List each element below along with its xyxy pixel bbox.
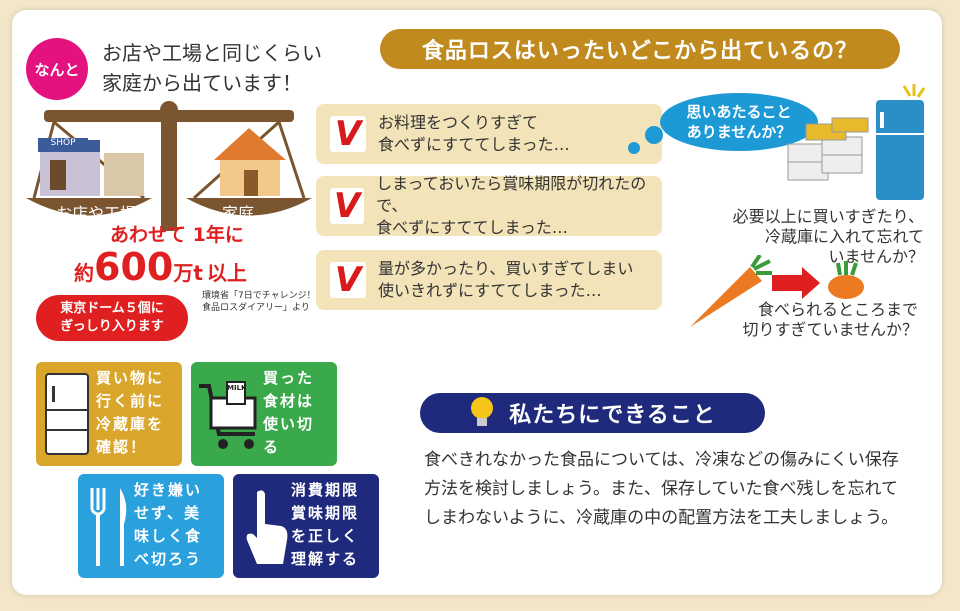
question-overcut: 食べられるところまで 切りすぎていませんか？	[742, 300, 918, 339]
total-line1: あわせて 1年に	[110, 224, 244, 246]
tip-eat-everything: 好き嫌い せず、美 味しく食 べ切ろう	[78, 474, 224, 578]
what-we-can-do-label: 私たちにできること	[509, 403, 716, 428]
source-note: 環境省「7日でチャレンジ！ 食品ロスダイアリー」より	[202, 291, 316, 313]
nanto-badge: なんと	[26, 38, 88, 100]
check-item: V 量が多かったり、買いすぎてしまい 使いきれずにすててしまった…	[316, 250, 662, 310]
check-icon: V	[330, 116, 366, 152]
question-overbuy: 必要以上に買いすぎたり、 冷蔵庫に入れて忘れて いませんか？	[732, 207, 924, 266]
pointing-hand-icon	[246, 490, 288, 564]
check-icon: V	[330, 262, 366, 298]
check-icon: V	[330, 188, 365, 224]
lightbulb-icon	[471, 397, 494, 426]
check-text: 量が多かったり、買いすぎてしまい 使いきれずにすててしまった…	[378, 259, 634, 300]
tip-understand-dates: 消費期限 賞味期限 を正しく 理解する	[233, 474, 379, 578]
tip-text: 好き嫌い せず、美 味しく食 べ切ろう	[134, 481, 203, 568]
thought-bubble: 思いあたること ありませんか？	[660, 93, 818, 151]
tip-use-ingredients: MILK 買った 食材は 使い切 る	[191, 362, 337, 466]
balance-scale-illustration	[26, 101, 312, 231]
check-item: V しまっておいたら賞味期限が切れたので、 食べずにすててしまった…	[316, 174, 662, 237]
total-unit: 万t	[173, 261, 203, 285]
tip-check-fridge: 買い物に 行く前に 冷蔵庫を 確認！	[36, 362, 182, 466]
thought-dot	[645, 126, 663, 144]
total-suffix: 以上	[206, 261, 247, 285]
total-prefix: 約	[74, 261, 94, 285]
carrot-arrow-icon	[690, 255, 864, 327]
what-we-can-do-body: 食べきれなかった食品については、冷凍などの傷みにくい保存方法を検討しましょう。ま…	[424, 450, 899, 528]
tokyo-dome-badge: 東京ドーム５個に ぎっしり入ります	[36, 295, 188, 341]
check-item: V お料理をつくりすぎて 食べずにすててしまった…	[316, 104, 662, 164]
thought-dot	[628, 142, 640, 154]
tip-text: 買った 食材は 使い切 る	[263, 369, 315, 456]
scale-right-label: 家庭	[222, 204, 255, 223]
section-title: 食品ロスはいったいどこから出ているの？	[380, 29, 900, 69]
check-text: しまっておいたら賞味期限が切れたので、 食べずにすててしまった…	[376, 174, 647, 237]
headline-line2: 家庭から出ています！	[102, 71, 302, 95]
total-line2: 約 600 万t 以上	[74, 246, 247, 288]
check-text: お料理をつくりすぎて 食べずにすててしまった…	[378, 113, 570, 154]
tip-text: 消費期限 賞味期限 を正しく 理解する	[291, 481, 360, 568]
tip-text: 買い物に 行く前に 冷蔵庫を 確認！	[96, 369, 165, 456]
fridge-icon	[45, 373, 89, 455]
milk-label: MILK	[227, 384, 247, 392]
fridge-containers-icon	[787, 84, 926, 200]
shop-sign: SHOP	[38, 138, 88, 152]
total-number: 600	[94, 245, 174, 289]
shopping-cart-icon	[199, 381, 257, 449]
fork-knife-icon	[90, 488, 127, 566]
headline-line1: お店や工場と同じくらい	[102, 41, 322, 65]
what-we-can-do-title: 私たちにできること	[420, 393, 765, 433]
scale-left-label: お店や工場	[56, 204, 137, 223]
headline: お店や工場と同じくらい 家庭から出ています！	[102, 38, 322, 98]
